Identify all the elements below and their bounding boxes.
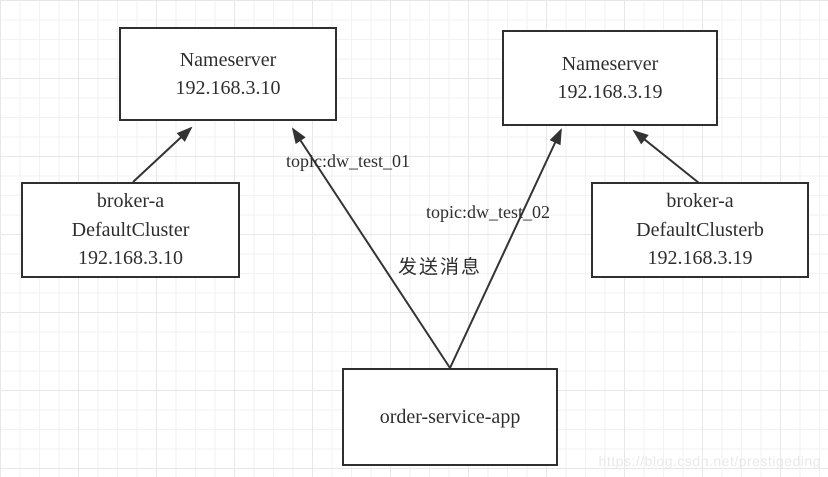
edge-label-send-message: 发送消息: [398, 257, 483, 278]
arrow-broker-b-to-nameserver-2: [632, 129, 700, 184]
node-ip: 192.168.3.19: [647, 247, 753, 270]
node-order-service-app: order-service-app: [342, 368, 558, 466]
node-label: order-service-app: [379, 405, 521, 428]
node-broker-a: broker-a DefaultCluster 192.168.3.10: [21, 182, 240, 278]
node-label: broker-a: [666, 190, 734, 213]
node-nameserver-2: Nameserver 192.168.3.19: [502, 30, 718, 126]
node-label: Nameserver: [561, 52, 659, 75]
node-nameserver-1: Nameserver 192.168.3.10: [119, 27, 337, 121]
node-ip: 192.168.3.19: [557, 81, 663, 103]
arrow-app-to-nameserver-2: [449, 128, 562, 369]
node-ip: 192.168.3.10: [78, 247, 183, 270]
node-broker-b: broker-a DefaultClusterb 192.168.3.19: [591, 182, 809, 278]
node-label: Nameserver: [179, 48, 277, 71]
edge-label-topic-dw-test-01: topic:dw_test_01: [286, 151, 410, 171]
node-label: broker-a: [96, 190, 165, 213]
node-cluster: DefaultCluster: [71, 218, 190, 241]
arrow-broker-a-to-nameserver-1: [132, 126, 193, 183]
node-ip: 192.168.3.10: [175, 77, 281, 99]
edge-label-topic-dw-test-02: topic:dw_test_02: [426, 202, 550, 222]
node-cluster: DefaultClusterb: [636, 218, 764, 241]
watermark-url: https://blog.csdn.net/prestigeding: [598, 453, 821, 469]
